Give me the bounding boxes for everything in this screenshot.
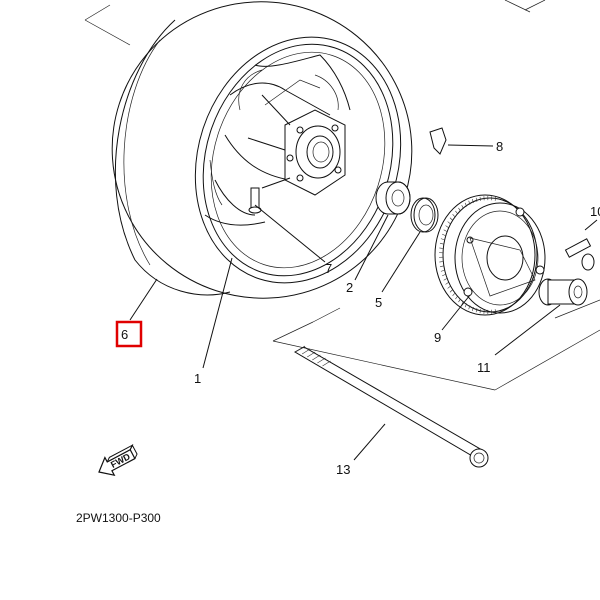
collar: [494, 278, 588, 356]
spacer: [381, 197, 439, 293]
leaders: [129, 257, 233, 369]
bearing: [354, 181, 411, 281]
fwd-arrow-icon: FWD: [98, 444, 138, 477]
valve: [248, 187, 326, 263]
callout-1: 1: [194, 371, 201, 386]
axle-thread: [296, 345, 331, 367]
callout-7: 7: [325, 261, 332, 276]
highlight-box-6: [115, 320, 143, 348]
axle-reference-frame: [272, 299, 600, 391]
pulley: [434, 194, 546, 331]
reference-dash-lines: [84, 0, 546, 46]
callout-11: 11: [477, 360, 491, 375]
tire: [111, 1, 413, 299]
wheel-rim: [194, 36, 402, 284]
callout-5: 5: [375, 295, 382, 310]
bolt: [564, 219, 598, 271]
axle: [293, 345, 489, 468]
callout-8: 8: [496, 139, 503, 154]
pulley-teeth: [439, 195, 496, 315]
diagram-code: 2PW1300-P300: [76, 511, 161, 525]
callout-6: 6: [121, 327, 128, 342]
callout-13: 13: [336, 462, 350, 477]
callout-2: 2: [346, 280, 353, 295]
callout-10: 10: [590, 204, 600, 219]
callout-9: 9: [434, 330, 441, 345]
bracket: [429, 127, 494, 155]
